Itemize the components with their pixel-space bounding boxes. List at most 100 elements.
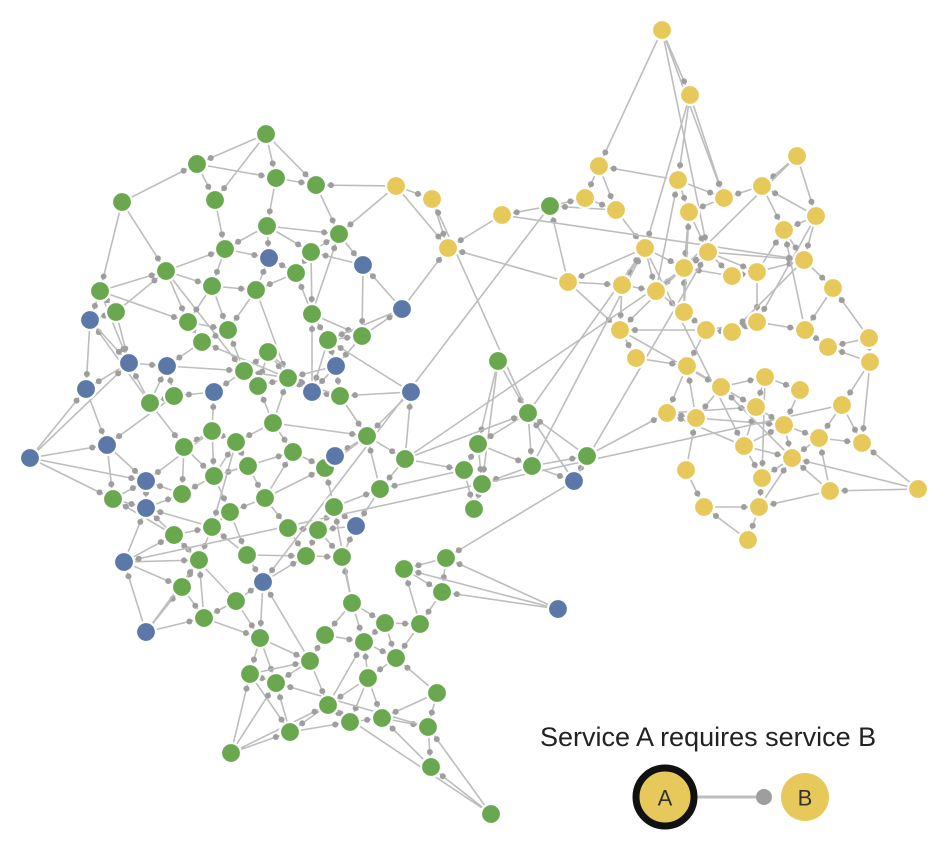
service-node-green[interactable] bbox=[330, 545, 354, 569]
service-node-green[interactable] bbox=[203, 188, 227, 212]
service-node-green[interactable] bbox=[434, 546, 458, 570]
service-node-green[interactable] bbox=[575, 444, 599, 468]
service-node-green[interactable] bbox=[304, 173, 328, 197]
service-node-blue[interactable] bbox=[95, 433, 119, 457]
service-node-green[interactable] bbox=[232, 359, 256, 383]
service-node-green[interactable] bbox=[486, 349, 510, 373]
service-node-green[interactable] bbox=[224, 430, 248, 454]
service-node-green[interactable] bbox=[185, 152, 209, 176]
service-node-green[interactable] bbox=[370, 706, 394, 730]
service-node-green[interactable] bbox=[306, 518, 330, 542]
service-node-green[interactable] bbox=[235, 543, 259, 567]
service-node-yellow[interactable] bbox=[818, 479, 842, 503]
service-node-green[interactable] bbox=[328, 384, 352, 408]
service-node-yellow[interactable] bbox=[666, 168, 690, 192]
service-node-blue[interactable] bbox=[202, 380, 226, 404]
service-node-yellow[interactable] bbox=[587, 154, 611, 178]
service-node-yellow[interactable] bbox=[696, 240, 720, 264]
service-node-yellow[interactable] bbox=[750, 466, 774, 490]
service-node-green[interactable] bbox=[154, 259, 178, 283]
service-node-green[interactable] bbox=[368, 477, 392, 501]
service-node-yellow[interactable] bbox=[633, 236, 657, 260]
service-node-yellow[interactable] bbox=[678, 83, 702, 107]
service-node-yellow[interactable] bbox=[672, 256, 696, 280]
service-node-green[interactable] bbox=[384, 646, 408, 670]
service-node-green[interactable] bbox=[294, 544, 318, 568]
service-node-green[interactable] bbox=[299, 240, 323, 264]
service-node-blue[interactable] bbox=[351, 253, 375, 277]
service-node-blue[interactable] bbox=[117, 351, 141, 375]
service-node-green[interactable] bbox=[213, 237, 237, 261]
service-node-green[interactable] bbox=[298, 649, 322, 673]
service-node-yellow[interactable] bbox=[694, 318, 718, 342]
service-node-yellow[interactable] bbox=[644, 279, 668, 303]
service-node-green[interactable] bbox=[355, 424, 379, 448]
service-node-yellow[interactable] bbox=[807, 426, 831, 450]
service-node-green[interactable] bbox=[300, 302, 324, 326]
service-node-green[interactable] bbox=[248, 626, 272, 650]
service-node-yellow[interactable] bbox=[816, 335, 840, 359]
service-node-yellow[interactable] bbox=[655, 401, 679, 425]
service-node-blue[interactable] bbox=[300, 380, 324, 404]
service-node-yellow[interactable] bbox=[712, 186, 736, 210]
service-node-green[interactable] bbox=[218, 500, 242, 524]
service-node-yellow[interactable] bbox=[674, 458, 698, 482]
service-node-yellow[interactable] bbox=[821, 276, 845, 300]
service-node-green[interactable] bbox=[278, 720, 302, 744]
service-node-yellow[interactable] bbox=[675, 354, 699, 378]
service-node-yellow[interactable] bbox=[772, 218, 796, 242]
service-node-yellow[interactable] bbox=[608, 318, 632, 342]
service-node-blue[interactable] bbox=[390, 297, 414, 321]
service-node-blue[interactable] bbox=[344, 514, 368, 538]
service-node-green[interactable] bbox=[392, 557, 416, 581]
service-node-green[interactable] bbox=[162, 523, 186, 547]
service-node-yellow[interactable] bbox=[624, 346, 648, 370]
service-node-green[interactable] bbox=[219, 741, 243, 765]
service-node-green[interactable] bbox=[170, 575, 194, 599]
service-node-green[interactable] bbox=[452, 458, 476, 482]
service-node-yellow[interactable] bbox=[384, 174, 408, 198]
service-node-yellow[interactable] bbox=[709, 375, 733, 399]
service-node-green[interactable] bbox=[200, 419, 224, 443]
service-node-green[interactable] bbox=[276, 366, 300, 390]
service-node-yellow[interactable] bbox=[785, 144, 809, 168]
service-node-green[interactable] bbox=[322, 495, 346, 519]
service-node-green[interactable] bbox=[88, 279, 112, 303]
service-node-green[interactable] bbox=[261, 411, 285, 435]
service-node-blue[interactable] bbox=[134, 620, 158, 644]
service-node-green[interactable] bbox=[520, 454, 544, 478]
service-node-green[interactable] bbox=[276, 516, 300, 540]
service-node-green[interactable] bbox=[284, 261, 308, 285]
service-node-yellow[interactable] bbox=[830, 393, 854, 417]
service-node-green[interactable] bbox=[393, 447, 417, 471]
service-node-green[interactable] bbox=[187, 548, 211, 572]
service-node-yellow[interactable] bbox=[804, 204, 828, 228]
service-node-green[interactable] bbox=[316, 328, 340, 352]
service-node-yellow[interactable] bbox=[744, 395, 768, 419]
service-node-green[interactable] bbox=[224, 589, 248, 613]
service-node-green[interactable] bbox=[408, 612, 432, 636]
service-node-green[interactable] bbox=[200, 274, 224, 298]
service-node-green[interactable] bbox=[516, 401, 540, 425]
service-node-blue[interactable] bbox=[324, 354, 348, 378]
service-node-green[interactable] bbox=[416, 715, 440, 739]
service-node-blue[interactable] bbox=[78, 308, 102, 332]
service-node-yellow[interactable] bbox=[720, 264, 744, 288]
service-node-yellow[interactable] bbox=[573, 186, 597, 210]
service-node-yellow[interactable] bbox=[650, 18, 674, 42]
service-node-green[interactable] bbox=[356, 666, 380, 690]
service-node-green[interactable] bbox=[101, 487, 125, 511]
service-node-blue[interactable] bbox=[74, 377, 98, 401]
service-node-blue[interactable] bbox=[323, 444, 347, 468]
service-node-yellow[interactable] bbox=[692, 495, 716, 519]
service-node-yellow[interactable] bbox=[780, 446, 804, 470]
service-node-yellow[interactable] bbox=[793, 318, 817, 342]
service-node-yellow[interactable] bbox=[857, 326, 881, 350]
service-node-yellow[interactable] bbox=[732, 434, 756, 458]
service-node-yellow[interactable] bbox=[436, 236, 460, 260]
service-node-yellow[interactable] bbox=[792, 248, 816, 272]
service-node-green[interactable] bbox=[190, 330, 214, 354]
service-node-green[interactable] bbox=[216, 318, 240, 342]
service-node-green[interactable] bbox=[479, 802, 503, 826]
service-node-yellow[interactable] bbox=[750, 174, 774, 198]
